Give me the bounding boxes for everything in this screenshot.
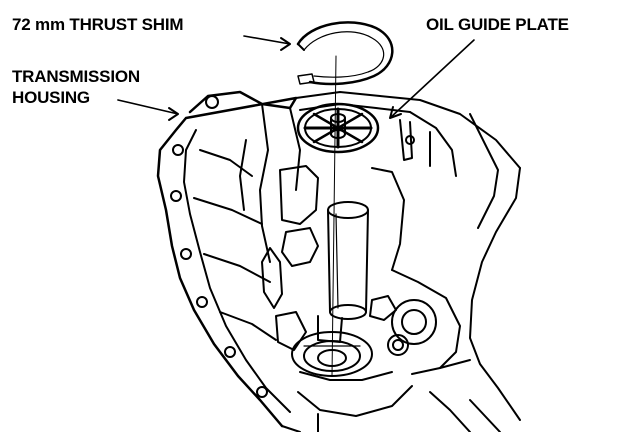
assembly-center-line	[331, 55, 337, 377]
oil-guide-plate-label: OIL GUIDE PLATE	[426, 15, 569, 34]
thrust-shim-label: 72 mm THRUST SHIM	[12, 15, 184, 34]
transmission-housing-label: TRANSMISSION HOUSING	[12, 66, 140, 108]
oil-guide-plate	[296, 102, 380, 154]
thrust-shim	[296, 21, 394, 86]
housing-label-line1: TRANSMISSION	[12, 67, 140, 86]
transmission-housing	[156, 90, 521, 432]
housing-label-line2: HOUSING	[12, 88, 90, 107]
leader-arrows	[117, 35, 475, 121]
